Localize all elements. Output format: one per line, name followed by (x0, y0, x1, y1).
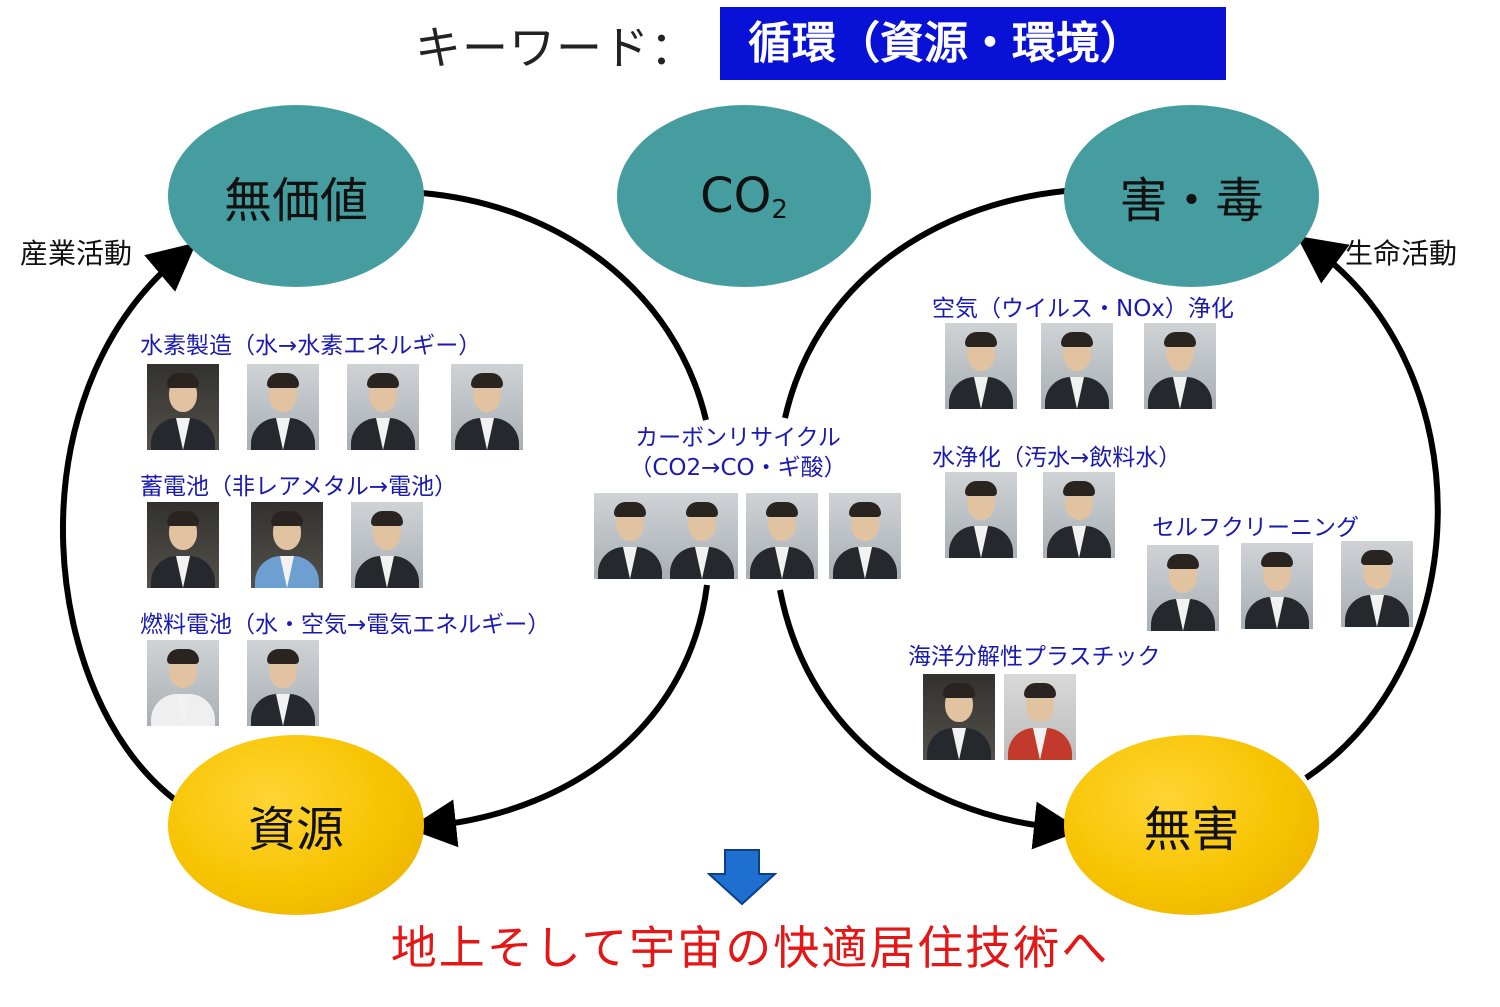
researcher-photo (247, 364, 319, 450)
carbon-recycle-line1: カーボンリサイクル (635, 425, 841, 451)
life-activity-label: 生命活動 (1345, 237, 1458, 270)
node-harmless: 無害 (1064, 735, 1319, 915)
down-arrow-icon (707, 849, 777, 906)
node-resource: 資源 (168, 735, 424, 915)
researcher-photo (347, 364, 419, 450)
node-worthless-label: 無価値 (223, 173, 368, 229)
arrow-resource-to-worthless (59, 242, 197, 805)
keyword-box: 循環（資源・環境） (720, 7, 1226, 80)
arrow-worthless-to-mid (421, 190, 709, 421)
researcher-photo (1043, 472, 1115, 558)
researcher-photo (746, 493, 818, 579)
researcher-photo (666, 493, 738, 579)
node-harm-poison-label: 害・毒 (1119, 173, 1264, 229)
researcher-photo (147, 502, 219, 588)
bottom-message: 地上そして宇宙の快適居住技術へ (390, 921, 1110, 975)
researcher-photo (247, 640, 319, 726)
arrow-mid-to-resource (408, 584, 710, 848)
node-harm-poison: 害・毒 (1064, 105, 1319, 287)
arrow-harm-to-mid (782, 188, 1066, 419)
carbon-recycle-line2: （CO2→CO・ギ酸） (629, 455, 847, 481)
node-co2: CO2 (617, 105, 871, 287)
arrow-mid-to-harmless (777, 589, 1082, 850)
node-co2-label: CO2 (700, 167, 788, 225)
industry-activity-label: 産業活動 (20, 237, 133, 270)
researcher-photo (1341, 541, 1413, 627)
researcher-photo (923, 674, 995, 760)
section-battery: 蓄電池（非レアメタル→電池） (140, 474, 458, 500)
keyword-label: キーワード： (415, 21, 697, 75)
node-resource-label: 資源 (247, 802, 344, 858)
researcher-photo (1144, 323, 1216, 409)
researcher-photo (351, 502, 423, 588)
researcher-photo (251, 502, 323, 588)
section-water: 水浄化（汚水→飲料水） (932, 445, 1182, 471)
researcher-photo (451, 364, 523, 450)
researcher-photo (1147, 545, 1219, 631)
researcher-photo (1004, 674, 1076, 760)
researcher-photo (829, 493, 901, 579)
section-fuel-cell: 燃料電池（水・空気→電気エネルギー） (140, 612, 551, 638)
researcher-photo (945, 472, 1017, 558)
researcher-photo (594, 493, 666, 579)
researcher-photo (1041, 323, 1113, 409)
section-self-cleaning: セルフクリーニング (1152, 515, 1359, 541)
researcher-photo (1241, 543, 1313, 629)
researcher-photo (945, 323, 1017, 409)
node-harmless-label: 無害 (1143, 802, 1240, 858)
arrow-harmless-to-harm (1296, 235, 1441, 781)
section-marine-plastic: 海洋分解性プラスチック (908, 644, 1161, 670)
section-hydrogen: 水素製造（水→水素エネルギー） (140, 333, 482, 359)
node-worthless: 無価値 (168, 105, 424, 287)
researcher-photo (147, 364, 219, 450)
researcher-photo (147, 640, 219, 726)
section-carbon-recycle: カーボンリサイクル （CO2→CO・ギ酸） (598, 423, 878, 483)
section-air: 空気（ウイルス・NOx）浄化 (932, 296, 1234, 322)
